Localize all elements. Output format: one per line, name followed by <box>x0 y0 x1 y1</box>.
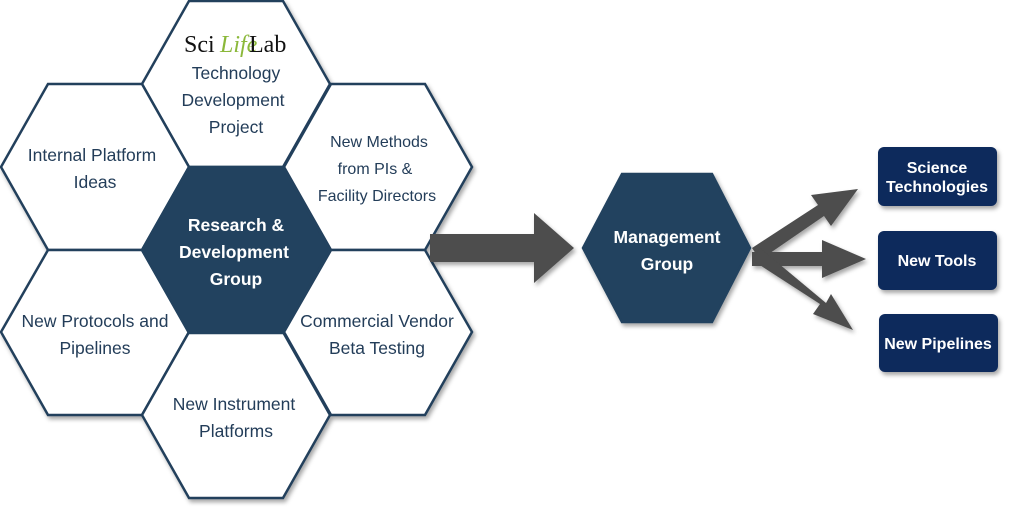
output-science-technologies <box>878 147 997 206</box>
output-tools-label: New Tools <box>898 253 977 270</box>
logo-text-lab: Lab <box>249 32 286 58</box>
branch-arrow-down <box>752 248 853 330</box>
svg-text:Pipelines: Pipelines <box>59 338 130 358</box>
branch-arrow-up <box>752 189 858 260</box>
svg-text:Research &: Research & <box>188 215 285 235</box>
svg-text:New Instrument: New Instrument <box>173 394 296 414</box>
svg-text:from PIs &: from PIs & <box>338 161 413 178</box>
logo-text-life: Life <box>219 32 258 58</box>
svg-text:Technology: Technology <box>192 63 281 83</box>
hex-top-label: Technology Development Project <box>181 63 284 137</box>
svg-text:Commercial Vendor: Commercial Vendor <box>300 311 454 331</box>
output-science-label-line2: Technologies <box>886 179 988 196</box>
svg-text:Group: Group <box>210 269 263 289</box>
hex-lower-left-label: New Protocols and Pipelines <box>22 311 169 358</box>
output-science-label-line1: Science <box>907 160 968 177</box>
svg-text:Beta Testing: Beta Testing <box>329 338 425 358</box>
hex-bottom-label: New Instrument Platforms <box>173 394 296 441</box>
svg-text:Project: Project <box>209 117 264 137</box>
hex-upper-left-label: Internal Platform Ideas <box>28 145 156 192</box>
hex-center <box>140 165 332 335</box>
scilifelab-logo: Sci Life Lab <box>184 32 286 58</box>
output-new-pipelines <box>879 314 998 372</box>
output-new-tools <box>878 231 997 290</box>
svg-text:New Methods: New Methods <box>330 134 428 151</box>
svg-text:Group: Group <box>641 254 694 274</box>
svg-text:New Protocols and: New Protocols and <box>22 311 169 331</box>
svg-text:Internal Platform: Internal Platform <box>28 145 156 165</box>
svg-text:Development: Development <box>179 242 289 262</box>
output-pipelines-label: New Pipelines <box>884 336 992 353</box>
svg-text:Management: Management <box>614 227 721 247</box>
hex-lower-right-label: Commercial Vendor Beta Testing <box>300 311 454 358</box>
hex-upper-right-label: New Methods from PIs & Facility Director… <box>318 134 436 205</box>
svg-text:Facility Directors: Facility Directors <box>318 188 436 205</box>
svg-text:Ideas: Ideas <box>74 172 117 192</box>
svg-text:Development: Development <box>181 90 284 110</box>
flow-arrow-right <box>430 213 574 283</box>
hex-center-label: Research & Development Group <box>179 215 289 289</box>
branch-arrow-middle <box>752 240 866 278</box>
logo-text-sci: Sci <box>184 32 215 58</box>
svg-text:Platforms: Platforms <box>199 421 273 441</box>
hex-management <box>581 172 752 324</box>
hex-management-label: Management Group <box>614 227 721 274</box>
